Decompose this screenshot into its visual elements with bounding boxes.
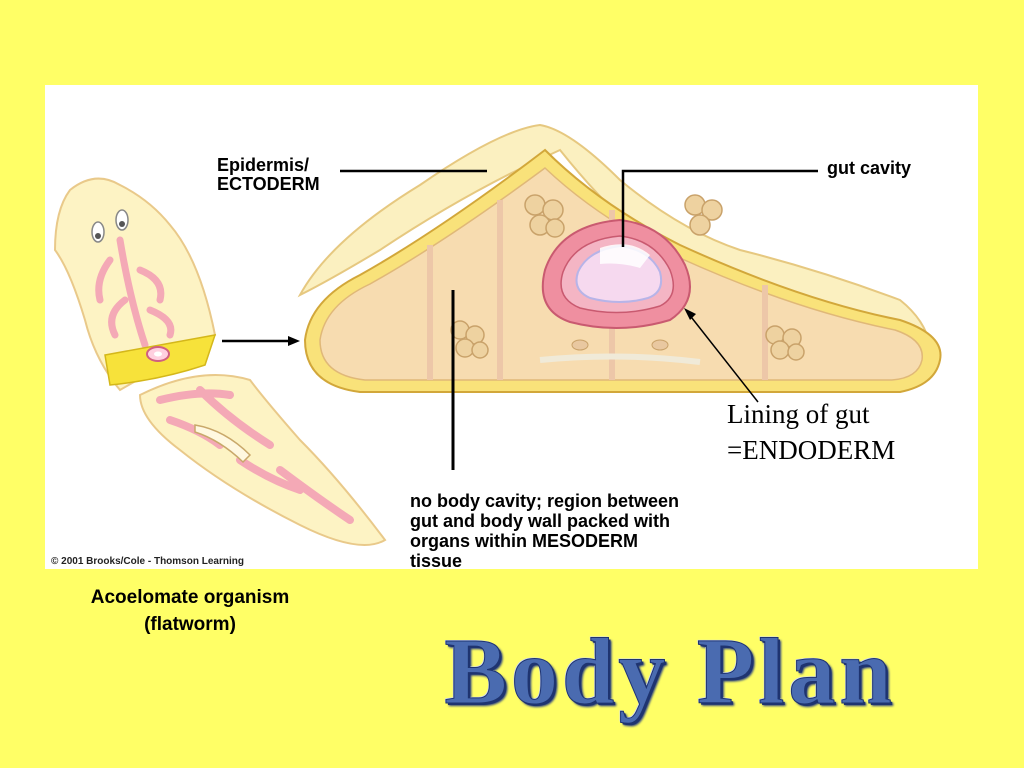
lining-label-line2: =ENDODERM (727, 435, 896, 465)
no-cavity-line2: gut and body wall packed with (410, 511, 671, 531)
lining-leader-line (687, 312, 759, 403)
pointer-arrowhead (288, 336, 300, 346)
no-cavity-line1: no body cavity; region between (410, 491, 680, 511)
epidermis-label-line2: ECTODERM (217, 174, 320, 194)
no-body-cavity-label: no body cavity; region between gut and b… (410, 491, 679, 571)
cross-section-body (297, 123, 942, 393)
gut-cavity-leader-line (621, 169, 818, 247)
lining-label: Lining of gut =ENDODERM (727, 396, 895, 468)
slide-title: Body Plan (444, 620, 896, 725)
flatworm-tail-illustration (138, 374, 387, 546)
eye-spot-right (115, 209, 129, 231)
lining-label-line1: Lining of gut (727, 399, 870, 429)
caption-line2: (flatworm) (144, 614, 236, 635)
lining-arrowhead (684, 308, 696, 320)
no-cavity-line3: organs within MESODERM (410, 531, 639, 551)
epidermis-label-line1: Epidermis/ (217, 155, 310, 175)
flatworm-head-illustration (53, 177, 217, 392)
figure-caption: Acoelomate organism (flatworm) (40, 584, 340, 638)
epidermis-label: Epidermis/ ECTODERM (217, 156, 320, 194)
caption-line1: Acoelomate organism (90, 587, 290, 608)
copyright-notice: © 2001 Brooks/Cole - Thomson Learning (51, 556, 244, 567)
no-cavity-line4: tissue (410, 551, 463, 571)
gut-cavity-label: gut cavity (827, 158, 912, 178)
eye-spot-left (91, 221, 105, 243)
